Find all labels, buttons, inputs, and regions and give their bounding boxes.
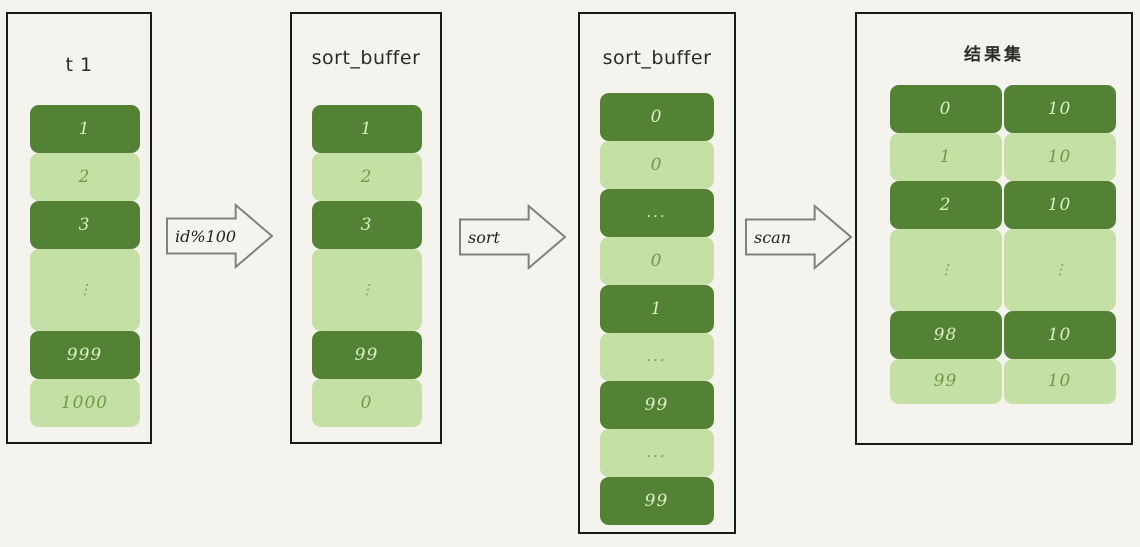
vertical-ellipsis: ⋮ [937,261,954,278]
arrow-shape [459,204,567,270]
cell-table-t1-0: 1 [29,104,140,153]
cell-value: 3 [360,214,373,235]
panel-sort-buffer-unsorted: sort_buffer 1 2 3 ⋮ 99 0 [290,12,442,444]
cell-value: 1 [650,298,663,319]
cell-sort-buffer-sorted-3: 0 [599,236,714,285]
cell-value: 1000 [60,392,109,413]
cell-sort-buffer-sorted-6: 99 [599,380,714,429]
ellipsis: ... [646,443,667,461]
cell-value: 1 [360,118,373,139]
cell-value: 0 [650,154,663,175]
cell-sort-buffer-sorted-5: ... [599,332,714,381]
cell-sort-buffer-sorted-2: ... [599,188,714,237]
vertical-ellipsis: ⋮ [1051,261,1068,278]
cell-value: 0 [650,106,663,127]
cell-value: 999 [66,344,103,365]
cell-value: 0 [650,250,663,271]
cell-value: 99 [354,344,379,365]
vertical-ellipsis: ⋮ [358,281,375,298]
cell-value: 2 [939,194,952,215]
cell-table-t1-1: 2 [29,152,140,201]
result-cell-left-5: 99 [889,358,1002,404]
cell-value: 0 [360,392,373,413]
panel-title-sort-buffer-sorted: sort_buffer [602,47,712,69]
cell-table-t1-3: ⋮ [29,248,140,331]
result-cell-left-1: 1 [889,132,1002,181]
cell-value: 0 [939,98,952,119]
panel-table-t1: t 1 1 2 3 ⋮ 999 1000 [6,12,152,444]
cell-value: 3 [78,214,91,235]
cell-value: 10 [1047,146,1072,167]
cell-sort-buffer-sorted-0: 0 [599,92,714,141]
arrow-shape [166,203,274,269]
cell-sort-buffer-sorted-7: ... [599,428,714,477]
result-cell-left-2: 2 [889,180,1002,229]
result-cell-left-4: 98 [889,310,1002,359]
cell-value: 99 [933,371,958,391]
cell-table-t1-2: 3 [29,200,140,249]
vertical-ellipsis: ⋮ [76,281,93,298]
cell-sort-buffer-unsorted-5: 0 [311,378,422,427]
cell-value: 2 [78,166,91,187]
result-cell-right-0: 10 [1003,84,1116,133]
cell-table-t1-5: 1000 [29,378,140,427]
cell-sort-buffer-unsorted-2: 3 [311,200,422,249]
cell-value: 99 [644,394,669,415]
ellipsis: ... [646,347,667,365]
cell-sort-buffer-sorted-1: 0 [599,140,714,189]
result-cell-left-0: 0 [889,84,1002,133]
ellipsis: ... [646,203,667,221]
arrow-shape [745,204,853,270]
cell-sort-buffer-sorted-4: 1 [599,284,714,333]
cell-value: 10 [1047,324,1072,345]
cell-value: 99 [644,490,669,511]
result-cell-right-5: 10 [1003,358,1116,404]
cell-value: 10 [1047,98,1072,119]
cell-value: 1 [78,118,91,139]
cell-sort-buffer-unsorted-3: ⋮ [311,248,422,331]
cell-value: 10 [1047,371,1072,391]
panel-sort-buffer-sorted: sort_buffer 0 0... 0 1... 99... 99 [578,12,736,534]
cell-value: 10 [1047,194,1072,215]
arrow-arrow-scan: scan [745,204,853,270]
cell-value: 2 [360,166,373,187]
result-cell-right-4: 10 [1003,310,1116,359]
arrow-arrow-id-mod-100: id%100 [166,203,274,269]
panel-title-result-set: 结果集 [964,45,1024,65]
panel-result-set: 结果集 0 10 1 10 2 10 ⋮ ⋮ 98 10 99 10 [855,12,1133,445]
cell-value: 1 [939,146,952,167]
arrow-arrow-sort: sort [459,204,567,270]
result-cell-right-2: 10 [1003,180,1116,229]
cell-sort-buffer-unsorted-1: 2 [311,152,422,201]
result-cell-right-1: 10 [1003,132,1116,181]
panel-title-table-t1: t 1 [65,54,93,76]
panel-title-sort-buffer-unsorted: sort_buffer [311,47,421,69]
result-cell-right-3: ⋮ [1003,228,1116,311]
result-cell-left-3: ⋮ [889,228,1002,311]
cell-value: 98 [933,324,958,345]
cell-sort-buffer-unsorted-4: 99 [311,330,422,379]
cell-sort-buffer-unsorted-0: 1 [311,104,422,153]
cell-table-t1-4: 999 [29,330,140,379]
cell-sort-buffer-sorted-8: 99 [599,476,714,525]
